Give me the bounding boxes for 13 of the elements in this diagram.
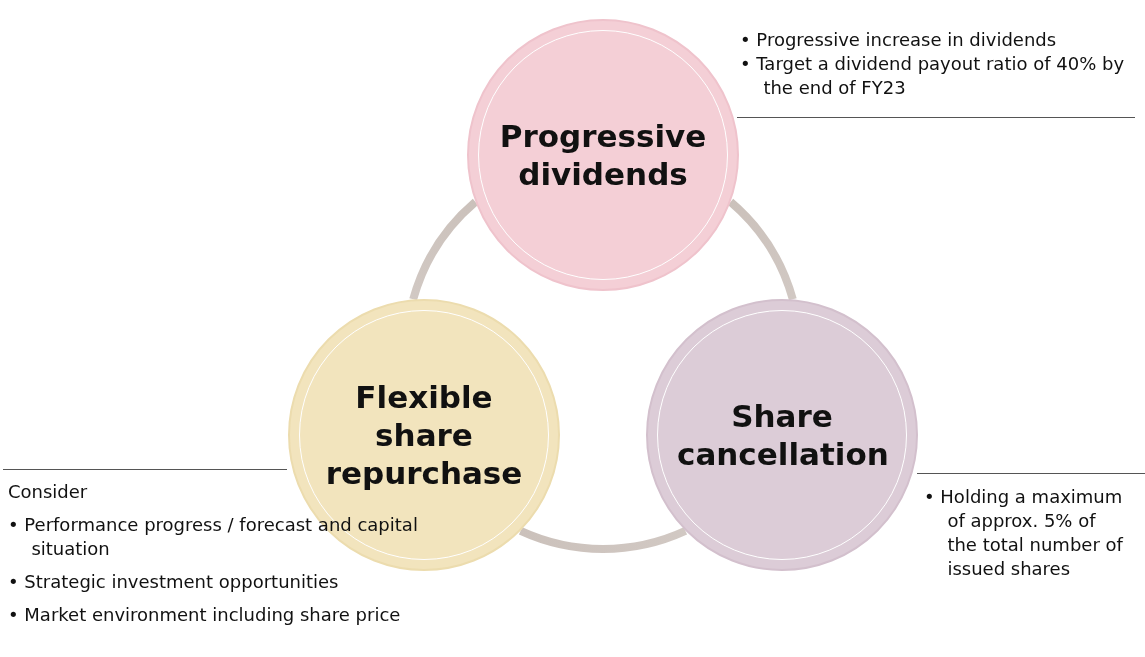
bullet-text: • Market environment including share price [8,603,402,627]
ring-connector [519,527,687,553]
bullet-text: • Progressive increase in dividends [740,28,1058,52]
ring-connector [409,199,479,301]
circle-title: Progressive dividends [498,117,708,193]
circle-title: Share cancellation [677,397,887,473]
bullet-text: • Target a dividend payout ratio of 40% by the end of FY23 [740,52,1126,100]
bullet-text: • Performance progress / forecast and capital situation [8,513,419,561]
circle-title: Flexible share repurchase [324,378,524,492]
ring-connector [727,199,797,301]
note-text: Consider [8,480,89,504]
bullet-text: • Holding a maximum of approx. 5% of the total number of issued shares [924,485,1124,581]
bullet-text: • Strategic investment opportunities [8,570,340,594]
